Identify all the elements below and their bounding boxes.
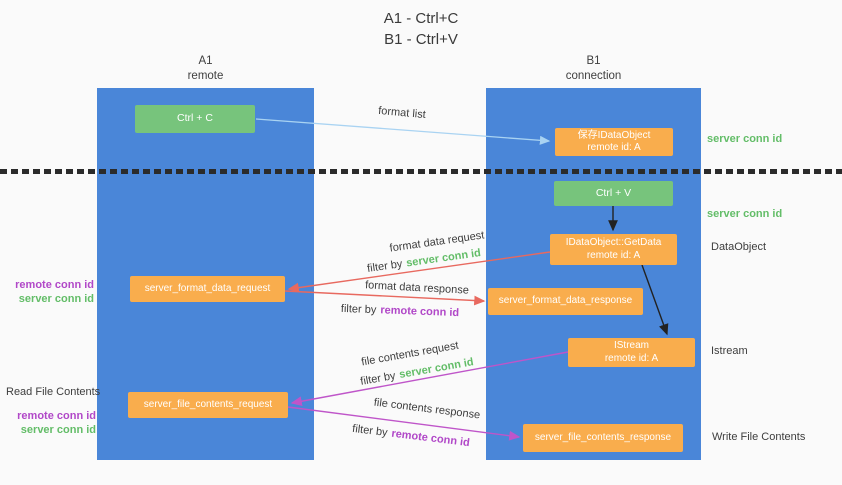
remote-conn-id-text: remote conn id (380, 304, 460, 320)
left-bottom-conn-ids: remote conn id server conn id (0, 409, 96, 437)
server-file-contents-request-node: server_file_contents_request (128, 392, 288, 418)
server-format-data-request-node: server_format_data_request (130, 276, 285, 302)
server-file-contents-response-node: server_file_contents_response (523, 424, 683, 452)
format-data-response-label: format data response (364, 279, 470, 297)
remote-conn-id-annotation: remote conn id (15, 279, 94, 291)
ctrl-v-node: Ctrl + V (554, 181, 673, 206)
lane-a1-title: A1 (198, 55, 213, 67)
filter-by-text: filter by (366, 258, 404, 275)
ctrl-c-node: Ctrl + C (135, 105, 255, 133)
server-format-data-response-node: server_format_data_response (488, 288, 643, 315)
read-file-contents-annotation: Read File Contents (6, 386, 101, 398)
write-file-contents-annotation: Write File Contents (712, 431, 806, 443)
getdata-line2: remote id: A (586, 249, 641, 261)
lane-b1-title: B1 (586, 55, 601, 67)
server-format-data-response-label: server_format_data_response (498, 295, 633, 307)
remote-conn-id-annotation: remote conn id (17, 410, 96, 422)
istream-line1: IStream (613, 340, 649, 351)
format-list-label: format list (377, 104, 427, 122)
filter-by-text: filter by (351, 422, 389, 440)
getdata-node: IDataObject::GetData remote id: A (550, 234, 677, 265)
filter-by-text: filter by (340, 302, 377, 317)
diagram-title: A1 - Ctrl+C B1 - Ctrl+V (0, 8, 842, 50)
title-line-1: A1 - Ctrl+C (383, 10, 459, 27)
filter-by-text: filter by (359, 369, 397, 388)
copy-paste-divider (0, 169, 842, 174)
dataobject-annotation: DataObject (711, 241, 767, 253)
server-format-data-request-label: server_format_data_request (144, 282, 271, 294)
lane-header-a1: A1 remote (97, 54, 314, 84)
server-conn-id-annotation: server conn id (18, 293, 94, 305)
ctrl-c-label: Ctrl + C (177, 112, 213, 125)
save-idataobject-node: 保存IDataObject remote id: A (555, 128, 673, 156)
getdata-line1: IDataObject::GetData (565, 237, 662, 248)
lane-b1-subtitle: connection (565, 69, 622, 82)
save-idataobject-line1: 保存IDataObject (577, 129, 651, 141)
istream-line2: remote id: A (604, 352, 659, 364)
server-conn-id-annotation: server conn id (20, 424, 96, 436)
istream-annotation: Istream (711, 345, 748, 357)
server-conn-id-annotation-top: server conn id (707, 133, 783, 145)
server-conn-id-annotation-mid: server conn id (707, 208, 783, 220)
ctrl-v-label: Ctrl + V (595, 186, 632, 199)
istream-node: IStream remote id: A (568, 338, 695, 367)
save-idataobject-line2: remote id: A (587, 142, 641, 153)
title-line-2: B1 - Ctrl+V (384, 31, 458, 48)
lane-a1-subtitle: remote (187, 69, 224, 82)
left-mid-conn-ids: remote conn id server conn id (0, 278, 94, 306)
lane-header-b1: B1 connection (486, 54, 701, 84)
remote-conn-id-text: remote conn id (390, 427, 471, 450)
server-file-contents-response-label: server_file_contents_response (534, 431, 672, 443)
file-contents-response-label: file contents response (373, 396, 481, 422)
server-file-contents-request-label: server_file_contents_request (143, 398, 273, 410)
